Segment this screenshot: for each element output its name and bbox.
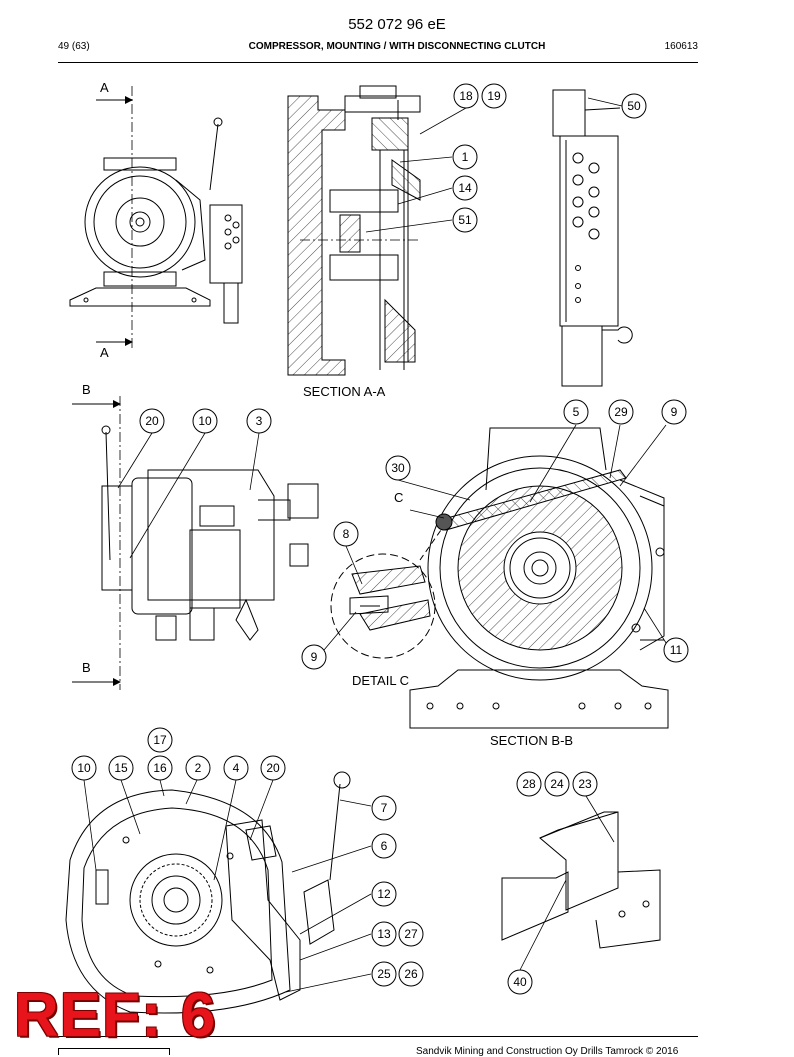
callout-11: [663, 637, 689, 663]
callout-51-text: 51: [458, 213, 472, 227]
leader-lines: [83, 97, 669, 993]
callout-28-text: 28: [522, 777, 536, 791]
section-aa: [287, 85, 421, 376]
footer-logo: [58, 1048, 170, 1055]
callout-28: [516, 771, 542, 797]
page-title: COMPRESSOR, MOUNTING / WITH DISCONNECTIN…: [248, 41, 546, 52]
footer-rule: [58, 1036, 698, 1037]
callout-20: [260, 755, 286, 781]
callout-5-text: 5: [573, 405, 580, 419]
cover-view: [501, 811, 661, 949]
callout-26: [398, 961, 424, 987]
callout-27: [398, 921, 424, 947]
detail-c: [330, 529, 442, 659]
callout-30: [385, 455, 411, 481]
callout-1-text: 1: [462, 150, 469, 164]
callout-30-text: 30: [391, 461, 405, 475]
detail-marker-c: C: [394, 490, 403, 505]
callout-23-text: 23: [578, 777, 592, 791]
callout-19: [481, 83, 507, 109]
section-aa-label: SECTION A-A: [303, 384, 386, 399]
section-bb-label: SECTION B-B: [490, 733, 573, 748]
header-rule: [58, 62, 698, 63]
callout-6-text: 6: [381, 839, 388, 853]
callout-9-c: [301, 644, 327, 670]
callout-9-c-text: 9: [311, 650, 318, 664]
callout-6: [371, 833, 397, 859]
callout-2: [185, 755, 211, 781]
callout-4-text: 4: [233, 761, 240, 775]
callout-40-text: 40: [513, 975, 527, 989]
callout-50: [621, 93, 647, 119]
callout-4: [223, 755, 249, 781]
callout-9-bb-text: 9: [671, 405, 678, 419]
callout-20-b: [139, 408, 165, 434]
side-view-b: [72, 396, 319, 690]
footer-copyright: Sandvik Mining and Construction Oy Drill…: [416, 1046, 679, 1057]
page-number: 49 (63): [58, 41, 90, 52]
callout-7: [371, 795, 397, 821]
callout-16-text: 16: [153, 761, 167, 775]
callout-14: [452, 175, 478, 201]
front-view: [69, 86, 243, 350]
callout-14-text: 14: [458, 181, 472, 195]
callout-1: [452, 144, 478, 170]
callout-23: [572, 771, 598, 797]
callout-13-text: 13: [377, 927, 391, 941]
callout-51: [452, 207, 478, 233]
document-date: 160613: [664, 41, 698, 52]
callout-26-text: 26: [404, 967, 418, 981]
isometric-view: [65, 771, 351, 1014]
callout-15-text: 15: [114, 761, 128, 775]
callout-17: [147, 727, 173, 753]
section-marker-a-bottom: A: [100, 345, 109, 360]
callout-18: [453, 83, 479, 109]
callout-20-b-text: 20: [145, 414, 159, 428]
callout-10: [71, 755, 97, 781]
callout-25: [371, 961, 397, 987]
bracket-side-view: [552, 89, 633, 387]
callout-24: [544, 771, 570, 797]
callout-15: [108, 755, 134, 781]
callout-27-text: 27: [404, 927, 418, 941]
callout-40: [507, 969, 533, 995]
callout-20-text: 20: [266, 761, 280, 775]
callout-8-text: 8: [343, 527, 350, 541]
callout-5: [563, 399, 589, 425]
callout-9-bb: [661, 399, 687, 425]
callout-13: [371, 921, 397, 947]
section-marker-b-top: B: [82, 382, 91, 397]
detail-c-label: DETAIL C: [352, 673, 409, 688]
callout-12: [371, 881, 397, 907]
document-code: 552 072 96 eE: [348, 16, 446, 33]
callout-17-text: 17: [153, 733, 167, 747]
callout-18-text: 18: [459, 89, 473, 103]
callout-8: [333, 521, 359, 547]
callout-2-text: 2: [195, 761, 202, 775]
callout-3: [246, 408, 272, 434]
callout-16: [147, 755, 173, 781]
callout-25-text: 25: [377, 967, 391, 981]
callout-3-text: 3: [256, 414, 263, 428]
callout-10-text: 10: [77, 761, 91, 775]
callout-29-text: 29: [614, 405, 628, 419]
callout-11-text: 11: [670, 643, 683, 657]
section-marker-b-bottom: B: [82, 660, 91, 675]
callout-24-text: 24: [550, 777, 564, 791]
callout-7-text: 7: [381, 801, 388, 815]
callout-10-b: [192, 408, 218, 434]
callout-29: [608, 399, 634, 425]
section-marker-a-top: A: [100, 80, 109, 95]
callout-50-text: 50: [627, 99, 641, 113]
callout-10-b-text: 10: [198, 414, 212, 428]
ref-stamp: REF: 6: [14, 981, 217, 1050]
section-bb: [409, 427, 669, 729]
callout-19-text: 19: [487, 89, 501, 103]
callout-12-text: 12: [377, 887, 391, 901]
